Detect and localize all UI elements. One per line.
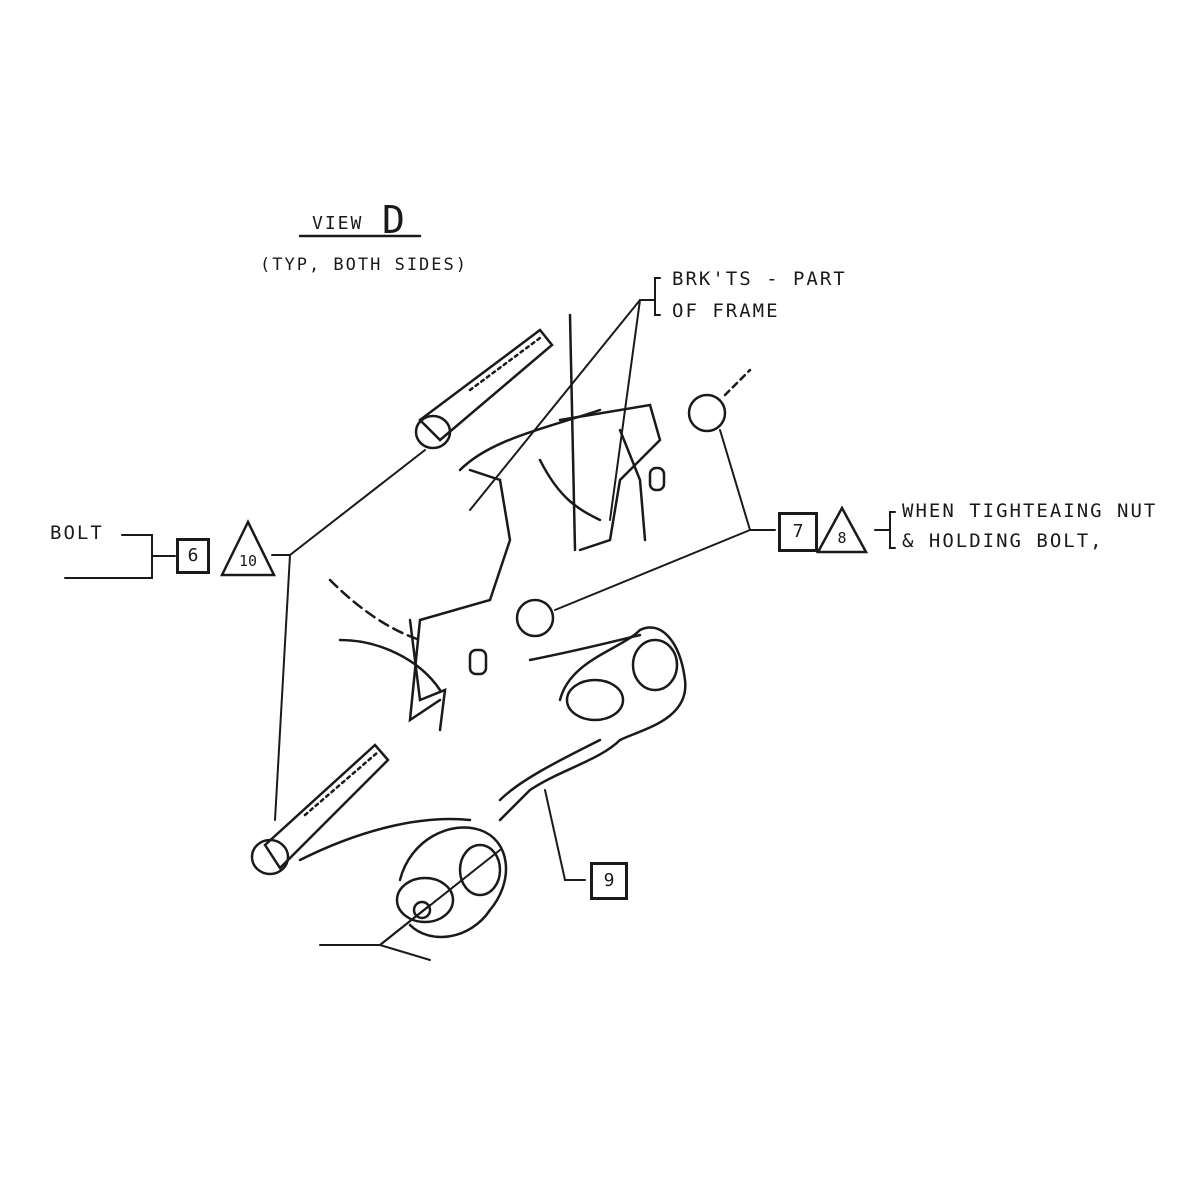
bracket-part-9 — [298, 626, 687, 939]
bolt-label: BOLT — [50, 522, 104, 544]
triangle-10-outline — [219, 519, 277, 577]
upper-bolt — [414, 328, 554, 450]
bracket-part-number-box: 9 — [590, 862, 628, 900]
nut-torque-triangle: 8 — [837, 529, 847, 547]
nuts — [468, 368, 752, 676]
brackets-note-line2: OF FRAME — [672, 300, 780, 322]
triangle-8-outline — [815, 505, 869, 554]
brackets-note-line1: BRK'TS - PART — [672, 268, 847, 290]
nut-part-number-box: 7 — [778, 512, 818, 552]
frame-brackets — [328, 313, 662, 732]
nut-note-line2: & HOLDING BOLT, — [902, 530, 1104, 552]
leader-lines — [64, 277, 896, 961]
nut-note-line1: WHEN TIGHTEAING NUT — [902, 500, 1158, 522]
view-label: VIEW — [312, 213, 364, 234]
bolt-torque-triangle: 10 — [238, 552, 258, 570]
view-subtitle: (TYP, BOTH SIDES) — [260, 255, 468, 275]
lower-bolt — [250, 743, 390, 876]
view-letter: D — [382, 198, 407, 242]
bolt-part-number-box: 6 — [176, 538, 210, 574]
